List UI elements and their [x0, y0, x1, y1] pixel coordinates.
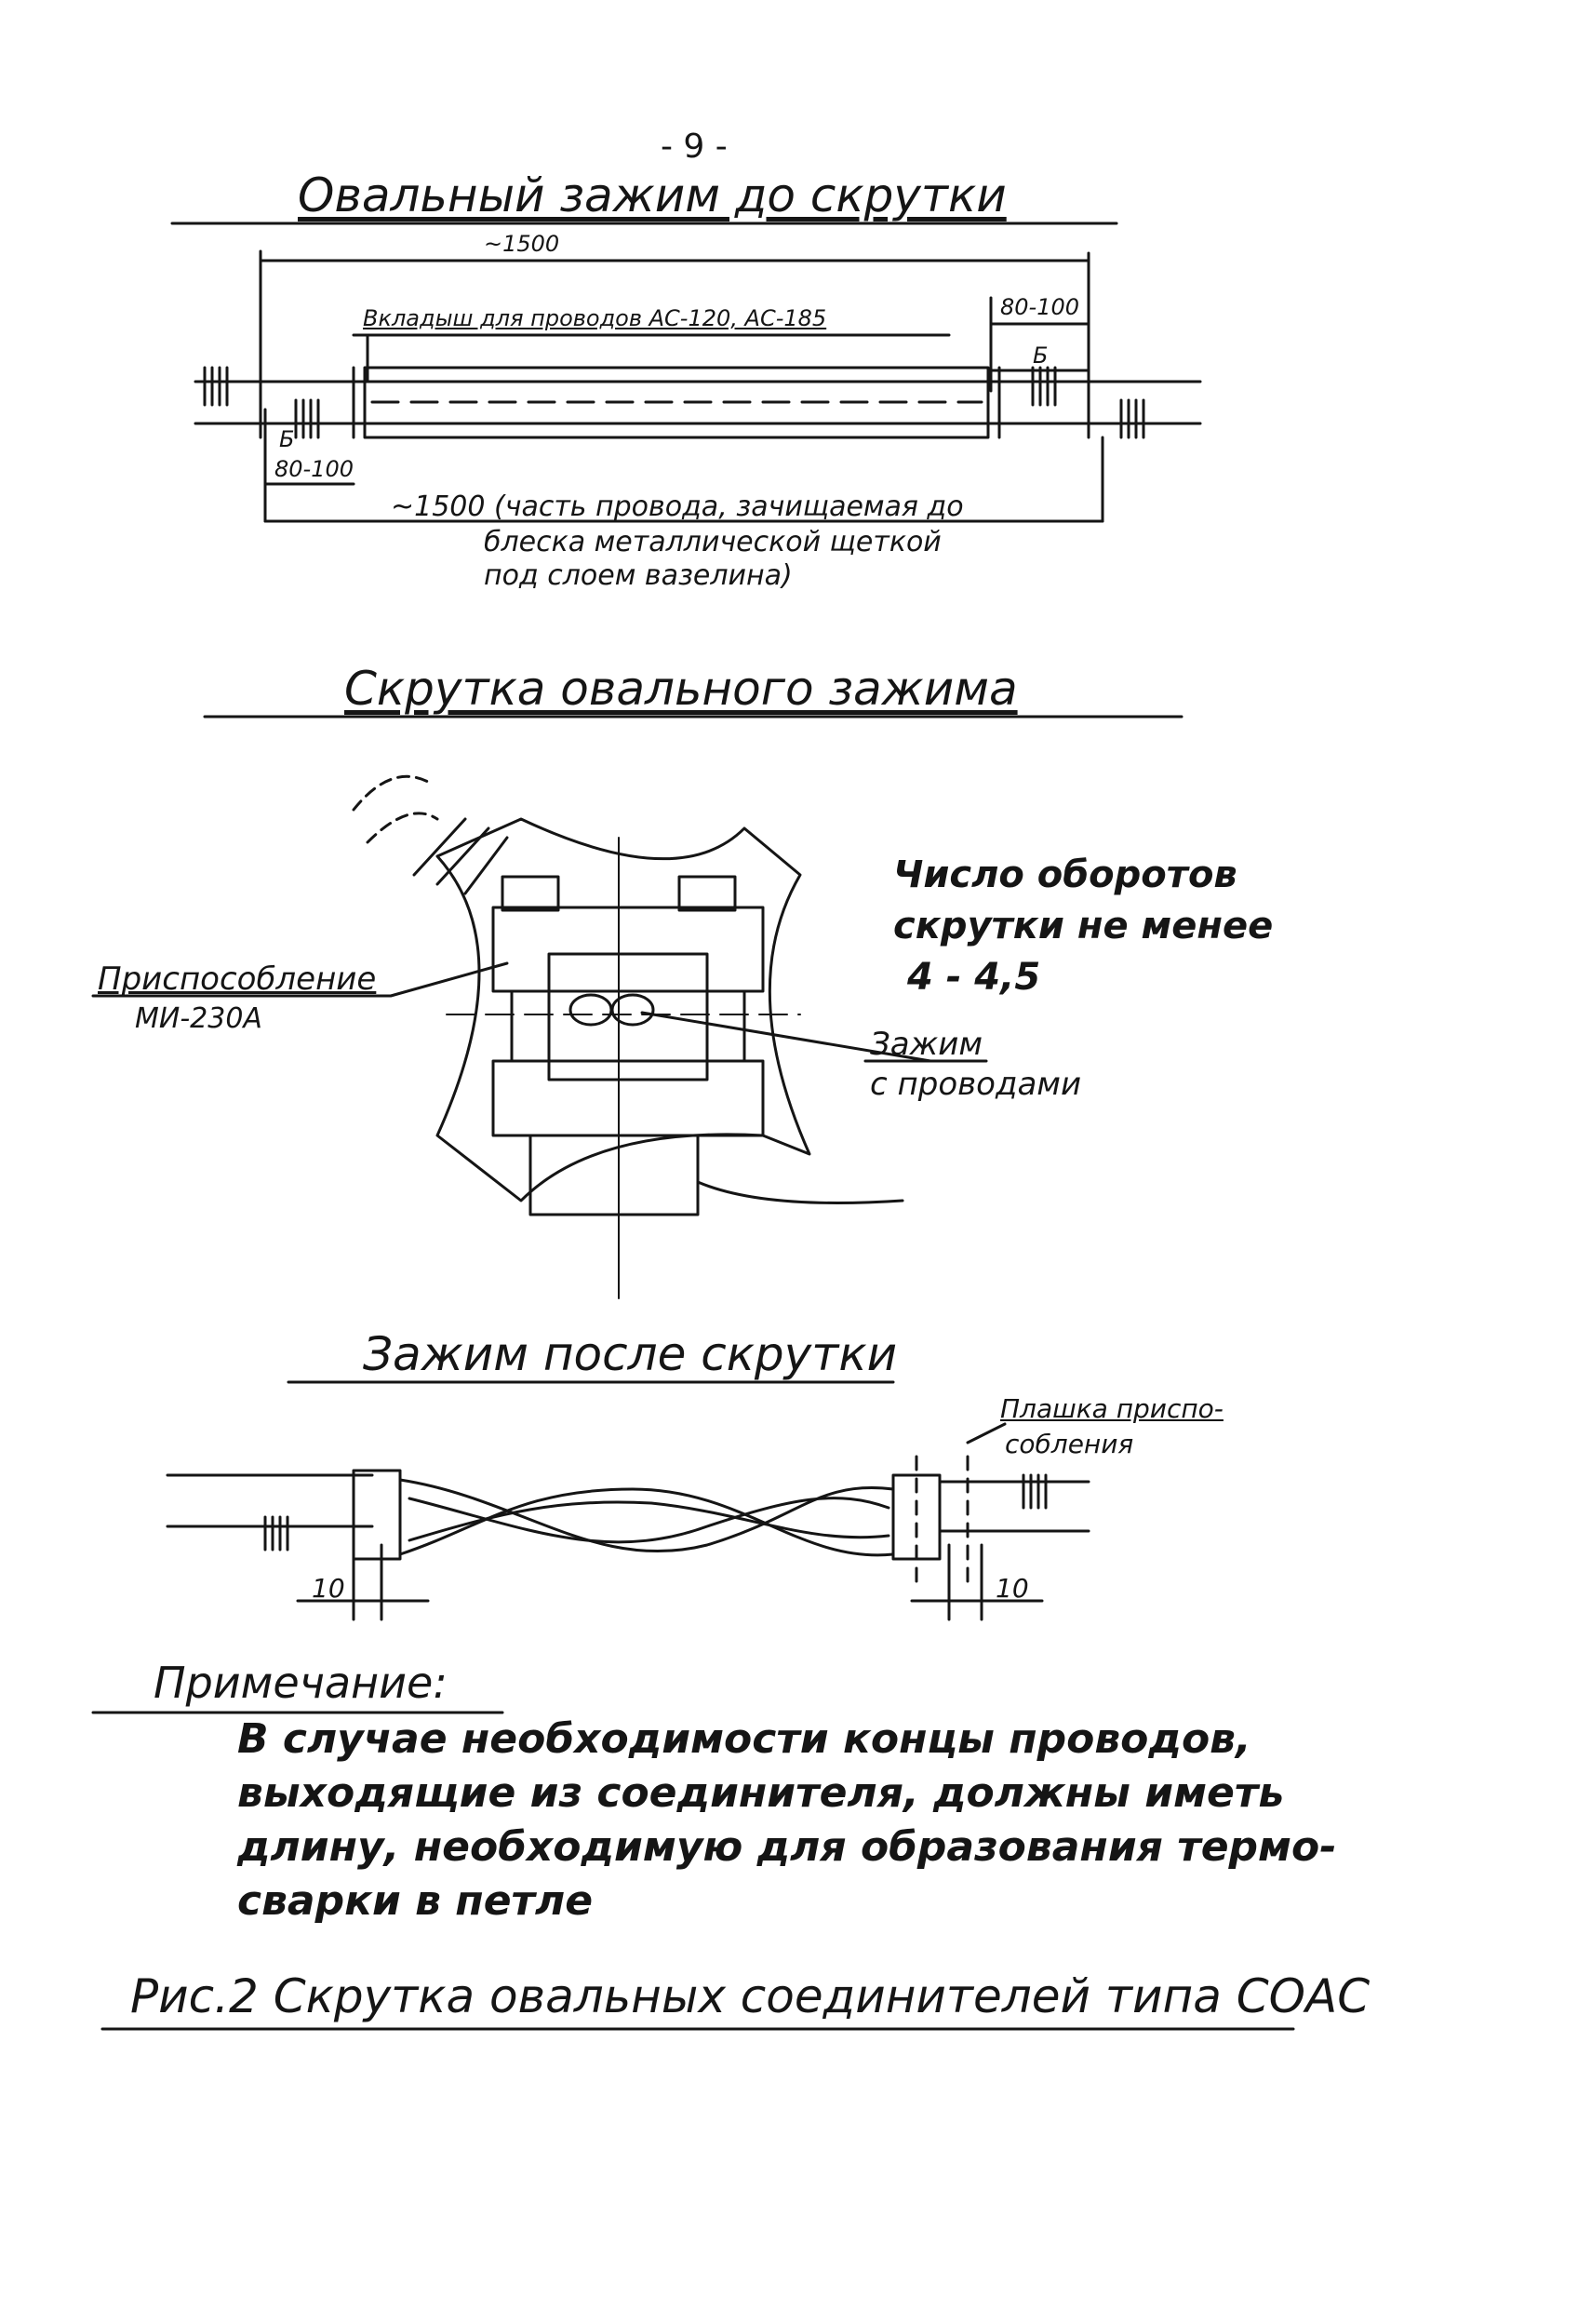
section3-title: Зажим после скрутки: [363, 1327, 898, 1381]
nut-left: [501, 875, 560, 912]
wrench-motion-dashes: [352, 774, 439, 844]
dim-right-range-label: 80-100: [1000, 294, 1080, 320]
note-line-1: В случае необходимости концы проводов,: [237, 1715, 1251, 1763]
dim-bottom-label-3: под слоем вазелина): [484, 559, 793, 592]
dim-bottom-label-2: блеска металлической щеткой: [484, 526, 942, 558]
dim-left-range-label: 80-100: [274, 456, 354, 482]
note-line-4: сварки в петле: [237, 1877, 594, 1925]
note-title: Примечание:: [154, 1658, 448, 1708]
label-b-right: Б: [1033, 343, 1049, 369]
dim10-left-label: 10: [312, 1573, 345, 1604]
turns-label-2: скрутки не менее: [893, 905, 1274, 947]
fixture-model-label: МИ-230А: [135, 1002, 262, 1035]
twist-curve-2: [398, 1487, 895, 1557]
twist-curve-3: [408, 1497, 890, 1544]
clamp-end-left: [352, 1469, 402, 1561]
dim-total-label: ~1500: [484, 231, 560, 257]
die-outline: [915, 1455, 970, 1584]
fixture-frame: [435, 817, 811, 1202]
wire-coils: [203, 366, 1145, 439]
wire-cross-section-right: [610, 993, 655, 1027]
turns-label-1: Число оборотов: [893, 853, 1237, 896]
clamp-label-2: с проводами: [870, 1066, 1082, 1103]
dim-bottom-label-1: ~1500 (часть провода, зачищаемая до: [391, 490, 964, 523]
fixture-base: [528, 1134, 700, 1216]
fixture-handle: [696, 1180, 904, 1204]
fixture-label: Приспособление: [98, 960, 377, 998]
turns-label-3: 4 - 4,5: [907, 956, 1041, 999]
page-number: - 9 -: [661, 128, 728, 166]
note-line-3: длину, необходимую для образования термо…: [237, 1823, 1337, 1871]
section1-title: Овальный зажим до скрутки: [298, 168, 1007, 222]
wire3-coil-left: [263, 1515, 289, 1552]
fixture-leader-line: [91, 961, 509, 998]
twist-curve-4: [408, 1500, 890, 1542]
section2-title: Скрутка овального зажима: [344, 662, 1018, 716]
note-line-2: выходящие из соединителя, должны иметь: [237, 1769, 1285, 1817]
label-b-left: Б: [279, 426, 295, 452]
clamp-window: [547, 952, 709, 1081]
twist-curve-1: [398, 1478, 895, 1553]
fixture-upper-block: [491, 906, 765, 993]
nut-right: [677, 875, 737, 912]
oval-clamp-body: [363, 366, 990, 439]
die-leader-line: [966, 1422, 1007, 1444]
wrench-arm: [412, 817, 509, 895]
dim10-right-label: 10: [996, 1573, 1029, 1604]
die-label-2: собления: [1005, 1429, 1134, 1459]
inserts-label: Вкладыш для проводов АС-120, АС-185: [363, 305, 827, 331]
wire-cross-section-left: [568, 993, 613, 1027]
clamp-label-1: Зажим: [870, 1026, 983, 1063]
die-label-1: Плашка приспо-: [1000, 1393, 1224, 1424]
fixture-lower-block: [491, 1059, 765, 1137]
figure-caption: Рис.2 Скрутка овальных соединителей типа…: [130, 1969, 1371, 2023]
clamp-leader-line: [640, 1011, 932, 1063]
wire3-coil-right: [1022, 1473, 1048, 1510]
